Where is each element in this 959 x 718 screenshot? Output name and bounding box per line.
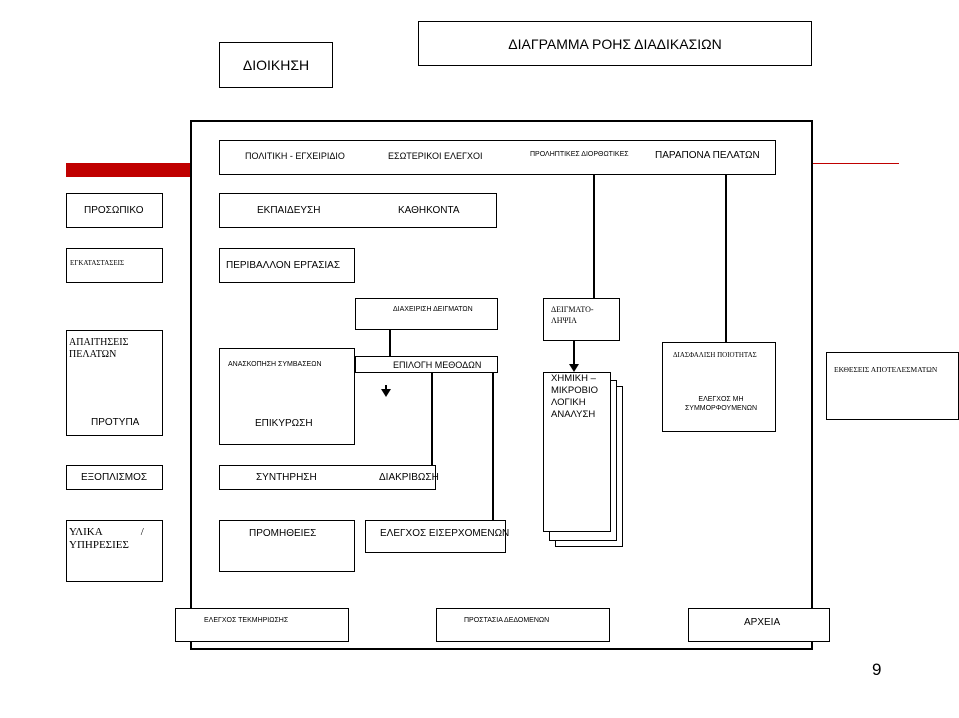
- analysis-box: [543, 372, 611, 532]
- procurement-label: ΠΡΟΜΗΘΕΙΕΣ: [249, 528, 317, 539]
- training-label: ΕΚΠΑΙΔΕΥΣΗ: [257, 205, 321, 216]
- preventive-actions-label: ΠΡΟΛΗΠΤΙΚΕΣ ΔΙΟΡΘΩΤΙΚΕΣ: [530, 151, 629, 158]
- document-control-box: [175, 608, 349, 642]
- staff-box: [66, 193, 163, 228]
- main-frame: [190, 120, 813, 650]
- accent-bar: [66, 163, 190, 176]
- analysis-label: ΧΗΜΙΚΗ – ΜΙΚΡΟΒΙΟ ΛΟΓΙΚΗ ΑΝΑΛΥΣΗ: [551, 373, 598, 420]
- accent-rule-right: [812, 163, 899, 164]
- page-number: 9: [872, 660, 882, 679]
- equipment-label: ΕΞΟΠΛΙΣΜΟΣ: [81, 472, 148, 483]
- quality-box: [662, 342, 776, 432]
- equipment-box: [66, 465, 163, 490]
- policy-manual-label: ΠΟΛΙΤΙΚΗ - ΕΓΧΕΙΡΙΔΙΟ: [245, 151, 345, 161]
- customer-requirements-label: ΑΠΑΙΤΗΣΕΙΣ ΠΕΛΑΤΩΝ: [69, 337, 129, 360]
- contracts-box: [219, 348, 355, 445]
- customer-complaints-label: ΠΑΡΑΠΟΝΑ ΠΕΛΑΤΩΝ: [655, 150, 760, 161]
- data-protection-label: ΠΡΟΣΤΑΣΙΑ ΔΕΔΟΜΕΝΩΝ: [464, 617, 550, 624]
- training-duties-box: [219, 193, 497, 228]
- work-environment-label: ΠΕΡΙΒΑΛΛΟΝ ΕΡΓΑΣΙΑΣ: [226, 260, 341, 271]
- method-selection-box: [355, 356, 498, 373]
- sample-handling-box: [355, 298, 498, 330]
- page-title: ΔΙΑΓΡΑΜΜΑ ΡΟΗΣ ΔΙΑΔΙΚΑΣΙΩΝ: [508, 35, 722, 52]
- duties-label: ΚΑΘΗΚΟΝΤΑ: [398, 205, 460, 216]
- method-selection-label: ΕΠΙΛΟΓΗ ΜΕΘΟΔΩΝ: [393, 360, 482, 370]
- procurement-box: [219, 520, 355, 572]
- contract-review-label: ΑΝΑΣΚΟΠΗΣΗ ΣΥΜΒΑΣΕΩΝ: [228, 361, 322, 368]
- facilities-label: ΕΓΚΑΤΑΣΤΑΣΕΙΣ: [70, 259, 125, 267]
- management-label: ΔΙΟΙΚΗΣΗ: [242, 57, 310, 73]
- materials-services-label: ΥΛΙΚΑ / ΥΠΗΡΕΣΙΕΣ: [69, 526, 144, 551]
- reports-box: [826, 352, 959, 420]
- sampling-box: [543, 298, 620, 341]
- policy-row-box: [219, 140, 776, 175]
- standards-label: ΠΡΟΤΥΠΑ: [91, 417, 140, 428]
- quality-assurance-label: ΔΙΑΣΦΑΛΙΣΗ ΠΟΙΟΤΗΤΑΣ: [673, 351, 757, 359]
- customer-requirements-box: [66, 330, 163, 436]
- work-environment-box: [219, 248, 355, 283]
- calibration-label: ΔΙΑΚΡΙΒΩΣΗ: [379, 472, 439, 483]
- facilities-box: [66, 248, 163, 283]
- data-protection-box: [436, 608, 610, 642]
- validation-label: ΕΠΙΚΥΡΩΣΗ: [255, 418, 313, 429]
- materials-services-box: [66, 520, 163, 582]
- title-box: ΔΙΑΓΡΑΜΜΑ ΡΟΗΣ ΔΙΑΔΙΚΑΣΙΩΝ: [418, 21, 812, 66]
- nonconforming-label: ΕΛΕΓΧΟΣ ΜΗ ΣΥΜΜΟΡΦΟΥΜΕΝΩΝ: [684, 396, 758, 412]
- personnel-label: ΠΡΟΣΩΠΙΚΟ: [84, 205, 144, 216]
- document-control-label: ΕΛΕΓΧΟΣ ΤΕΚΜΗΡΙΩΣΗΣ: [204, 617, 289, 624]
- archives-box: [688, 608, 830, 642]
- archives-label: ΑΡΧΕΙΑ: [744, 617, 781, 628]
- incoming-control-box: [365, 520, 506, 553]
- accent-rule-left: [66, 176, 190, 177]
- maintenance-calibration-box: [219, 465, 436, 490]
- maintenance-label: ΣΥΝΤΗΡΗΣΗ: [256, 472, 317, 483]
- reports-label: ΕΚΘΕΣΕΙΣ ΑΠΟΤΕΛΕΣΜΑΤΩΝ: [834, 365, 938, 374]
- management-box: ΔΙΟΙΚΗΣΗ: [219, 42, 333, 88]
- sample-handling-label: ΔΙΑΧΕΙΡΙΣΗ ΔΕΙΓΜΑΤΩΝ: [393, 306, 473, 313]
- sampling-label: ΔΕΙΓΜΑΤΟ-ΛΗΨΙΑ: [551, 305, 594, 325]
- internal-audits-label: ΕΣΩΤΕΡΙΚΟΙ ΕΛΕΓΧΟΙ: [388, 151, 483, 161]
- incoming-control-label: ΕΛΕΓΧΟΣ ΕΙΣΕΡΧΟΜΕΝΩΝ: [380, 528, 510, 539]
